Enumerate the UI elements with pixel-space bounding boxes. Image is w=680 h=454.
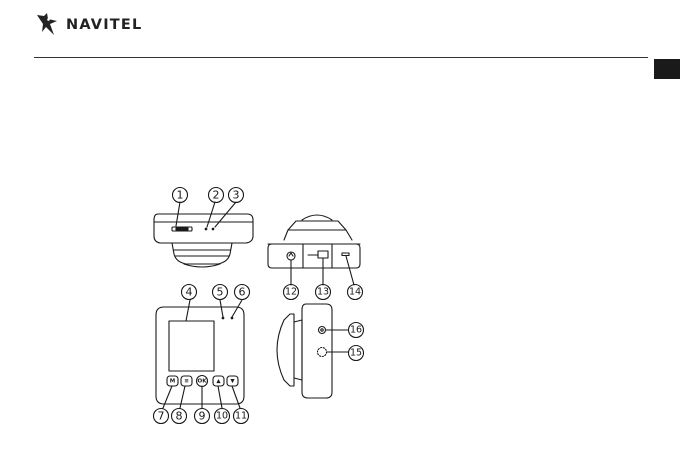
ok-button-label: OK — [198, 379, 208, 385]
callout-4: 4 — [186, 286, 193, 299]
callout-12: 12 — [285, 287, 297, 298]
menu-button-label: M — [170, 379, 175, 385]
device-side-view — [277, 304, 348, 398]
callout-15: 15 — [350, 348, 362, 359]
device-top-view — [154, 202, 253, 267]
down-button-label: ▼ — [230, 379, 235, 385]
device-front-view — [156, 300, 244, 408]
callout-6: 6 — [239, 286, 246, 299]
callout-5: 5 — [217, 286, 224, 299]
callout-16: 16 — [350, 325, 362, 336]
callout-13: 13 — [317, 287, 329, 298]
callout-10: 10 — [216, 411, 228, 422]
callout-3: 3 — [233, 189, 240, 202]
callout-2: 2 — [213, 189, 220, 202]
up-button-label: ▲ — [216, 379, 221, 385]
callout-7: 7 — [158, 410, 165, 423]
device-back-view — [268, 215, 360, 285]
callout-9: 9 — [199, 410, 206, 423]
list-button-label: ≡ — [184, 379, 189, 385]
callout-8: 8 — [176, 410, 183, 423]
callout-11: 11 — [235, 411, 247, 422]
callout-14: 14 — [349, 287, 361, 298]
callout-1: 1 — [177, 189, 184, 202]
